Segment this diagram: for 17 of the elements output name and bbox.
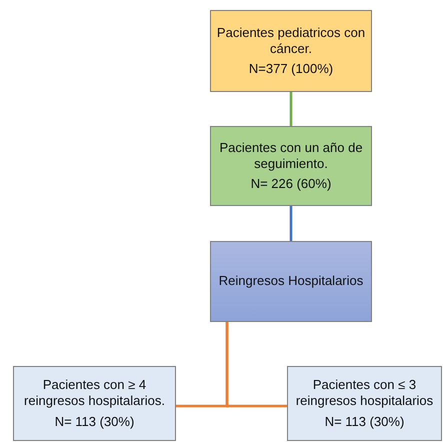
process-box xyxy=(13,366,176,441)
process-box xyxy=(210,126,372,206)
process-box xyxy=(210,10,372,92)
connector-line xyxy=(226,322,287,408)
box-text: Pacientes pediatricos con cáncer. xyxy=(216,24,366,58)
box-text: N= 226 (60%) xyxy=(250,176,332,192)
box-text: N= 113 (30%) xyxy=(54,414,136,430)
box-text: Pacientes con ≥ 4 reingresos hospitalarios. xyxy=(23,377,166,410)
box-text: Pacientes con un año de seguimiento. xyxy=(218,140,364,172)
connector-line xyxy=(290,206,292,241)
box-text: Reingresos Hospitalarios xyxy=(218,273,364,290)
process-box xyxy=(287,366,442,441)
connector-line xyxy=(290,92,292,126)
box-text: N= 113 (30%) xyxy=(324,414,406,430)
box-text: Pacientes con ≤ 3 reingresos hospitalarios xyxy=(294,377,434,410)
process-box xyxy=(210,241,372,322)
box-text: N=377 (100%) xyxy=(248,61,334,78)
